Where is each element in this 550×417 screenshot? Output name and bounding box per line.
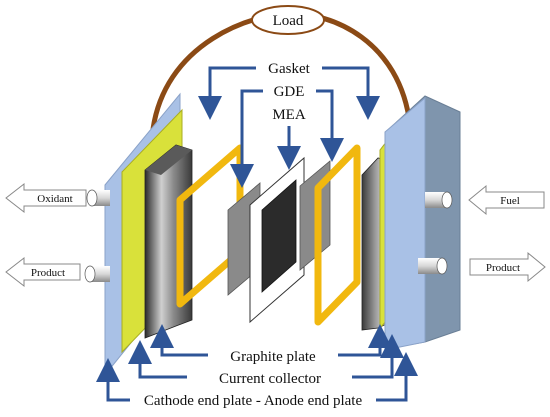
current-collector-label: Current collector bbox=[219, 371, 321, 387]
gde-leader-left bbox=[230, 89, 263, 188]
cathode-graphite-plate-top bbox=[145, 145, 192, 175]
cathode-graphite-plate bbox=[144, 144, 193, 339]
product-left-label: Product bbox=[31, 267, 65, 279]
load-box bbox=[251, 5, 325, 35]
fuel-arrow: Fuel bbox=[468, 184, 545, 216]
current-collector-leader-left bbox=[128, 340, 187, 379]
product-right-label: Product bbox=[486, 262, 520, 274]
end-plates-label: Cathode end plate - Anode end plate bbox=[144, 393, 363, 409]
fuel-label: Fuel bbox=[500, 195, 520, 207]
anode-end-plate-side bbox=[384, 96, 426, 351]
oxidant-label: Oxidant bbox=[37, 193, 72, 205]
gasket-leader-left bbox=[198, 66, 256, 120]
cathode-end-plate-leader bbox=[96, 358, 130, 402]
product-arrow-left: Product bbox=[5, 256, 81, 288]
oxidant-inlet-tube bbox=[86, 189, 110, 207]
load-label: Load bbox=[273, 13, 304, 29]
gasket-label: Gasket bbox=[268, 61, 310, 77]
mea-membrane bbox=[261, 179, 297, 293]
graphite-plate-leader-left bbox=[150, 324, 208, 357]
product-outlet-tube-left bbox=[84, 265, 110, 283]
mea-label: MEA bbox=[272, 107, 306, 123]
gde-leader-right bbox=[316, 89, 344, 162]
anode-end-plate-leader bbox=[376, 352, 418, 402]
graphite-plate-leader-right bbox=[338, 324, 392, 357]
fuel-inlet-tube bbox=[425, 191, 453, 209]
product-outlet-tube-right bbox=[418, 257, 448, 275]
product-arrow-right: Product bbox=[469, 251, 546, 283]
graphite-plate-label: Graphite plate bbox=[230, 349, 316, 365]
current-collector-leader-right bbox=[352, 334, 404, 379]
gde-label: GDE bbox=[274, 84, 305, 100]
anode-gasket bbox=[314, 144, 361, 326]
gasket-leader-right bbox=[322, 66, 380, 120]
oxidant-arrow: Oxidant bbox=[5, 182, 87, 214]
